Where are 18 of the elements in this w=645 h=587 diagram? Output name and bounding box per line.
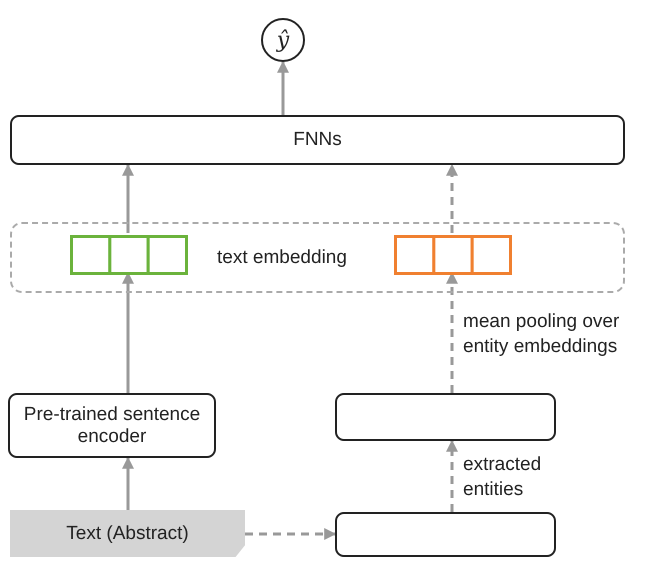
node-label: Text (Abstract) <box>66 522 189 544</box>
process-box <box>335 512 556 557</box>
group-label: text embedding <box>217 246 347 268</box>
arrow <box>277 60 289 115</box>
output-circle <box>261 18 305 62</box>
node-label: FNNs <box>293 129 342 151</box>
arrow <box>446 164 458 233</box>
process-box <box>335 393 556 441</box>
dashed-group-outline <box>10 222 625 293</box>
arrow <box>245 528 336 540</box>
process-box <box>10 115 625 165</box>
node-label: ŷ <box>276 28 290 52</box>
input-shape <box>10 510 245 557</box>
arrow <box>446 440 458 512</box>
process-box <box>8 393 216 458</box>
node-label: Pre-trained sentence encoder <box>22 404 202 448</box>
arrow <box>122 164 134 233</box>
arrow <box>122 456 134 510</box>
